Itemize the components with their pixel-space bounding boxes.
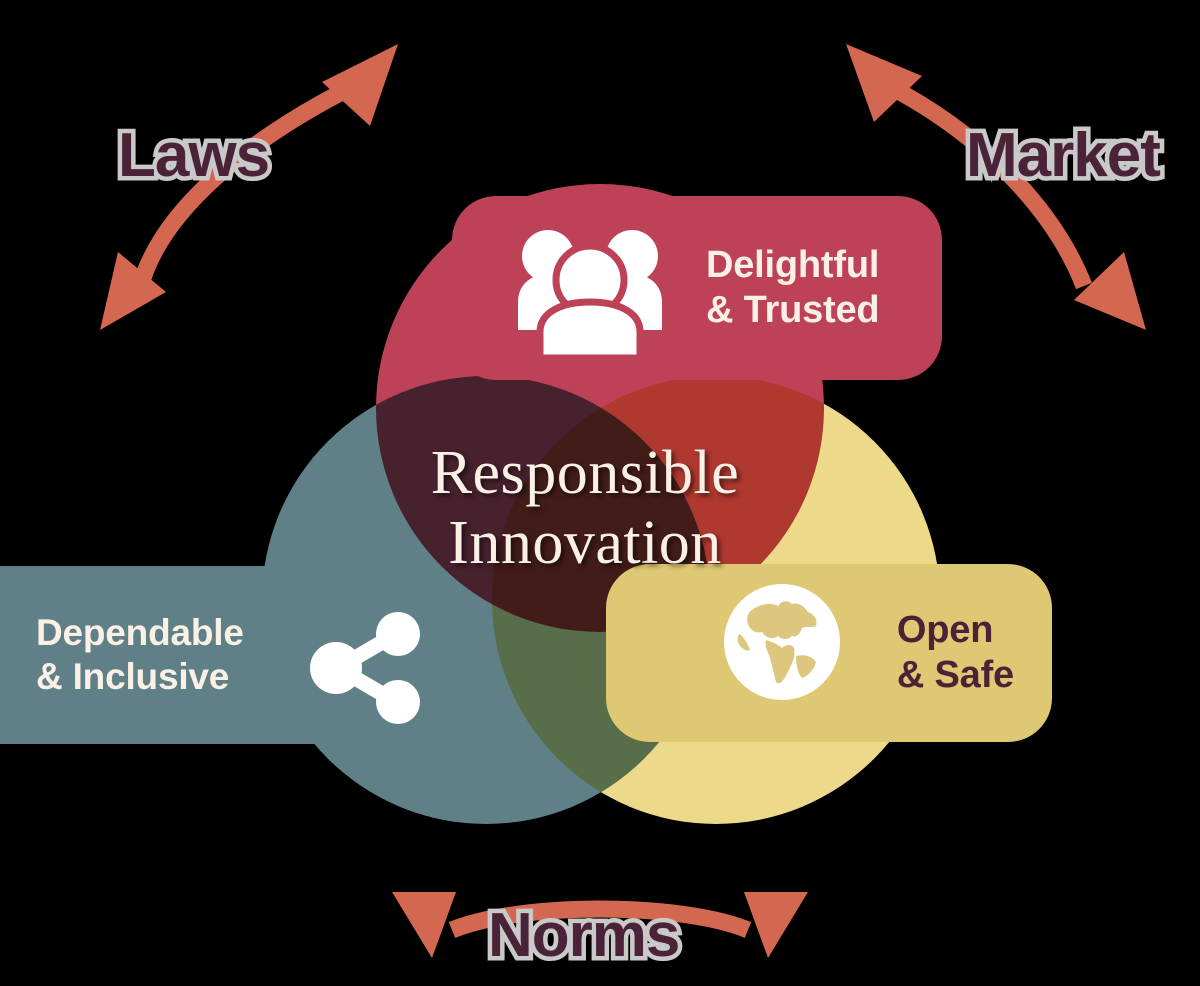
globe-icon [722,582,842,702]
callout-delightful-label: Delightful & Trusted [706,244,880,331]
callout-open-label: Open & Safe [896,609,1014,696]
people-icon [514,222,666,362]
share-icon [308,612,428,724]
callout-dependable-label: Dependable & Inclusive [36,612,244,697]
force-label-market: Market [962,120,1166,191]
force-label-norms: Norms [483,900,684,971]
callout-delightful-trusted[interactable]: Delightful & Trusted [452,196,942,380]
center-title: Responsible Innovation [430,439,740,578]
force-label-laws: Laws [113,120,274,191]
